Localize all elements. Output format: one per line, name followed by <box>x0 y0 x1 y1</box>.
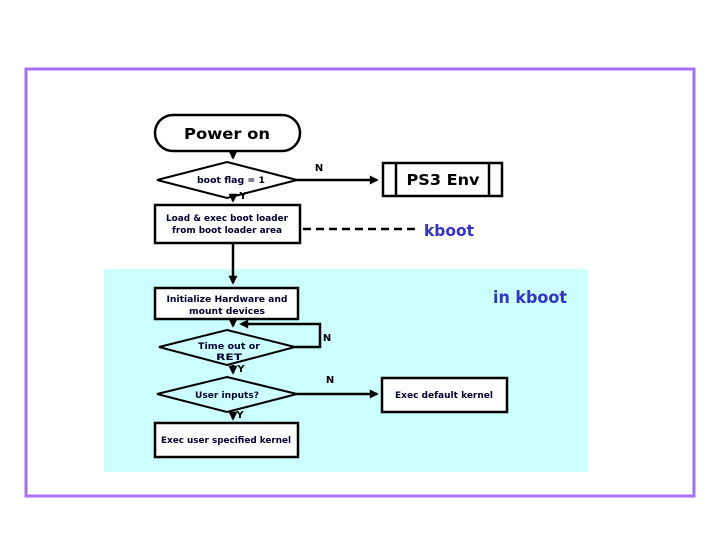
edge-label-bootflag-y: Y <box>238 191 247 202</box>
node-ps3-env-label: PS3 Env <box>407 171 480 189</box>
node-load-boot-loader-label-line1: Load & exec boot loader <box>166 214 289 224</box>
arrow-timeout-n-loopback <box>239 319 322 349</box>
node-load-boot-loader-label-line2: from boot loader area <box>172 226 282 236</box>
node-power-on <box>153 113 302 153</box>
edge-label-timeout-n: N <box>323 333 331 344</box>
edge-label-timeout-y: Y <box>236 364 245 375</box>
node-init-hardware-label-line2: mount devices <box>189 307 265 317</box>
node-power-on-label: Power on <box>184 125 270 143</box>
node-user-inputs-decision <box>156 375 298 414</box>
node-init-hardware-label-line1: Initialize Hardware and <box>167 295 288 305</box>
node-exec-default-kernel <box>380 376 509 414</box>
node-ps3-env <box>381 161 504 198</box>
node-exec-user-kernel <box>153 421 300 459</box>
node-exec-user-kernel-label: Exec user specified kernel <box>161 436 291 446</box>
edge-label-userinputs-y: Y <box>235 410 244 421</box>
node-exec-default-kernel-label: Exec default kernel <box>395 391 493 401</box>
node-load-boot-loader <box>153 203 302 245</box>
node-boot-flag-label: boot flag = 1 <box>197 176 265 186</box>
annotation-kboot: kboot <box>424 221 474 240</box>
annotation-in-kboot: in kboot <box>493 288 567 308</box>
node-user-inputs-label: User inputs? <box>195 391 259 401</box>
node-timeout-label-line1: Time out or <box>198 342 261 352</box>
edge-label-userinputs-n: N <box>326 375 334 386</box>
edge-label-bootflag-n: N <box>315 163 323 174</box>
diagram-frame <box>24 67 696 498</box>
node-boot-flag-decision <box>156 160 298 200</box>
node-timeout-decision <box>158 328 296 367</box>
node-timeout-label-line2: RET <box>216 353 243 363</box>
node-init-hardware <box>153 286 300 321</box>
